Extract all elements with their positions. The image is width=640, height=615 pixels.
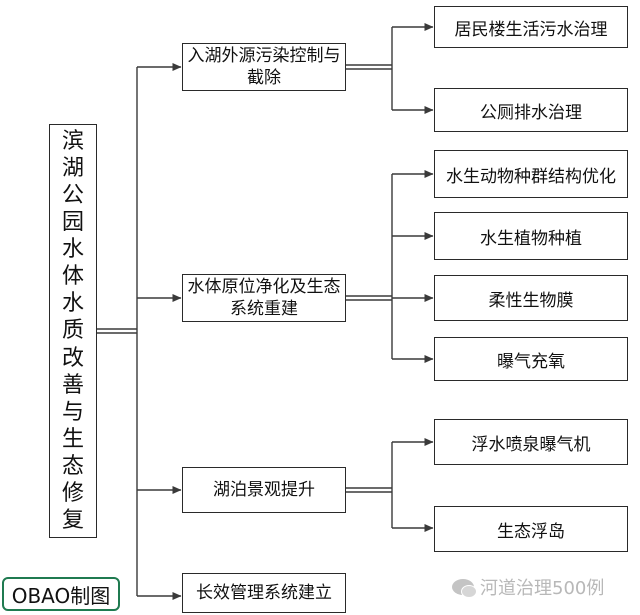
leaf-node-toilet-drainage: 公厕排水治理 bbox=[434, 88, 628, 132]
branch-node-in-situ-purification: 水体原位净化及生态系统重建 bbox=[182, 274, 346, 322]
root-title-char: 善 bbox=[61, 372, 84, 398]
root-title-char: 态 bbox=[61, 453, 84, 479]
root-title-char: 水 bbox=[61, 237, 84, 263]
root-title-char: 生 bbox=[61, 426, 84, 452]
root-title-char: 改 bbox=[61, 345, 84, 371]
root-title-char: 公 bbox=[61, 183, 84, 209]
root-title-char: 园 bbox=[61, 210, 84, 236]
root-title-char: 滨 bbox=[61, 129, 84, 155]
root-title-char: 水 bbox=[61, 291, 84, 317]
root-title-char: 与 bbox=[61, 399, 84, 425]
root-title-char: 体 bbox=[61, 264, 84, 290]
root-title-char: 质 bbox=[61, 318, 84, 344]
watermark-text: 河道治理500例 bbox=[480, 578, 605, 599]
leaf-node-residential-sewage: 居民楼生活污水治理 bbox=[434, 6, 628, 48]
root-node: 滨湖公园水体水质改善与生态修复 bbox=[49, 124, 97, 538]
leaf-node-fountain-aerator: 浮水喷泉曝气机 bbox=[434, 419, 628, 465]
root-title-char: 复 bbox=[61, 507, 84, 533]
branch-node-external-pollution: 入湖外源污染控制与截除 bbox=[182, 43, 346, 91]
leaf-node-floating-island: 生态浮岛 bbox=[434, 506, 628, 552]
root-title-char: 湖 bbox=[61, 156, 84, 182]
leaf-node-aquatic-plants: 水生植物种植 bbox=[434, 212, 628, 260]
wechat-icon bbox=[452, 579, 477, 598]
watermark: 河道治理500例 bbox=[452, 574, 604, 600]
branch-node-management-system: 长效管理系统建立 bbox=[182, 573, 346, 613]
leaf-node-aquatic-animals: 水生动物种群结构优化 bbox=[434, 150, 628, 198]
branch-node-landscape-upgrade: 湖泊景观提升 bbox=[182, 467, 346, 513]
leaf-node-aeration: 曝气充氧 bbox=[434, 337, 628, 381]
leaf-node-biofilm: 柔性生物膜 bbox=[434, 275, 628, 321]
credit-badge: OBAO制图 bbox=[2, 577, 120, 611]
root-title-char: 修 bbox=[61, 480, 84, 506]
